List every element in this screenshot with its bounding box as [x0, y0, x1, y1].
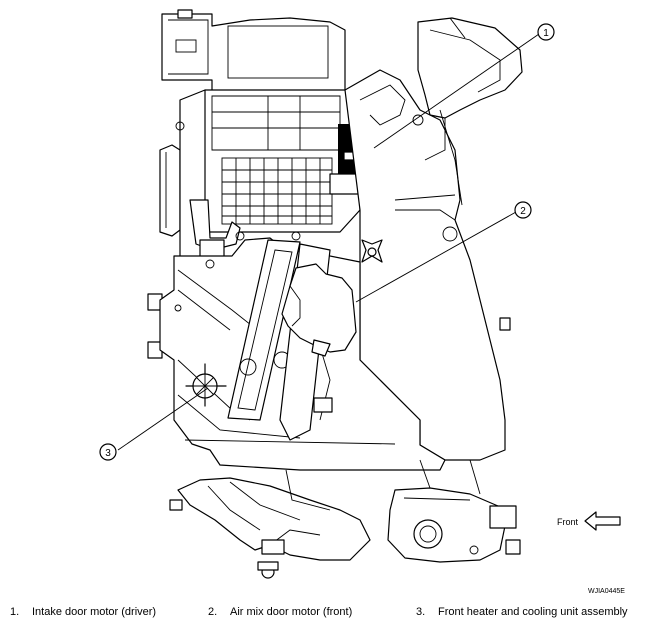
intake-grille [221, 157, 333, 225]
leader-lines [117, 33, 540, 451]
heater-cooling-unit-body [147, 9, 523, 579]
legend-item-1-text: Intake door motor (driver) [32, 606, 157, 618]
blower-fan-fitting [185, 363, 227, 407]
callout-1-number: 1 [543, 28, 549, 39]
legend-item-1: 1. Intake door motor (driver) [10, 606, 156, 618]
figure-id: WJIA0445E [588, 588, 625, 595]
arrow-left-icon [584, 511, 621, 531]
actuator-fitting [361, 239, 383, 263]
legend-item-3-number: 3. [416, 606, 426, 618]
callout-3-number: 3 [105, 448, 111, 459]
legend-item-2-number: 2. [208, 606, 218, 618]
front-direction-indicator: Front [557, 511, 621, 531]
callout-1: 1 [537, 23, 555, 41]
legend-item-3: 3. Front heater and cooling unit assembly [416, 606, 628, 618]
legend-item-1-number: 1. [10, 606, 20, 618]
legend-item-2-text: Air mix door motor (front) [230, 606, 353, 618]
front-label: Front [557, 517, 579, 527]
air-mix-door-motor [281, 263, 357, 357]
callout-2-number: 2 [520, 206, 526, 217]
callout-3: 3 [99, 443, 117, 461]
callout-2: 2 [514, 201, 532, 219]
legend-item-2: 2. Air mix door motor (front) [208, 606, 352, 618]
legend: 1. Intake door motor (driver) 2. Air mix d… [0, 606, 650, 624]
legend-item-3-text: Front heater and cooling unit assembly [438, 606, 628, 618]
